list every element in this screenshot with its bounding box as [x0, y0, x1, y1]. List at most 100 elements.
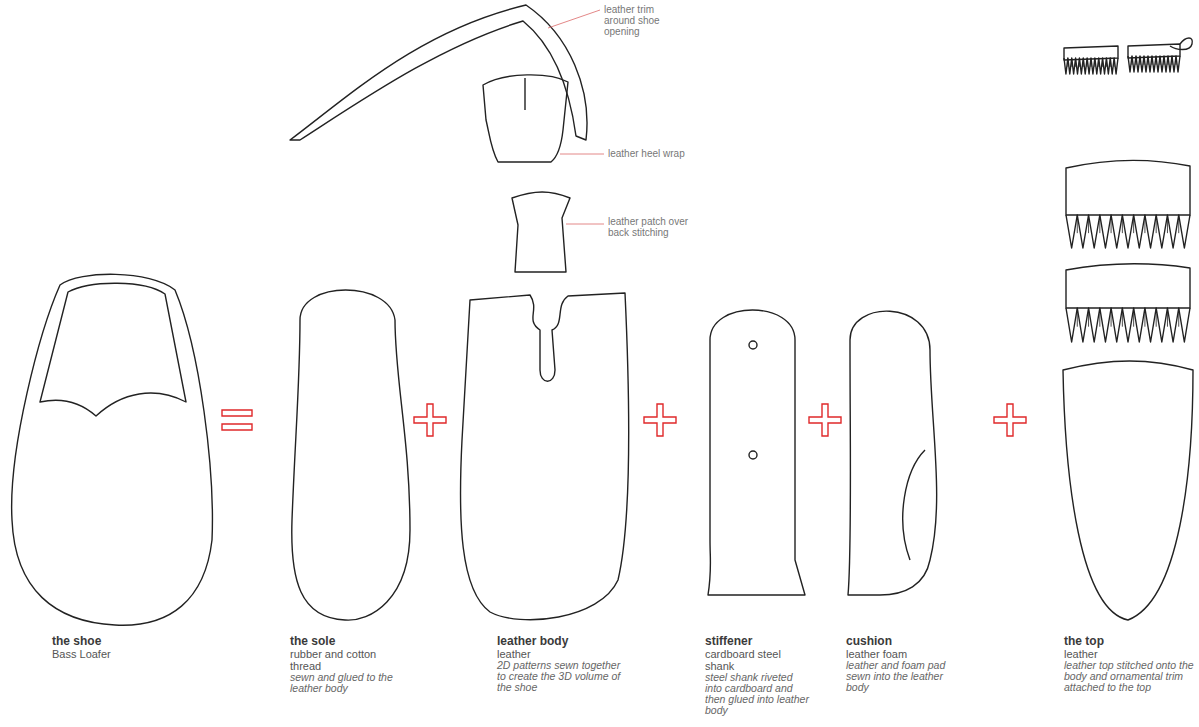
- part-name: the shoe: [52, 634, 172, 648]
- part-material: leather foam: [846, 648, 946, 660]
- fringe-cut: [1099, 215, 1100, 233]
- fringe-cut: [1106, 58, 1107, 67]
- part-caption: cushionleather foamleather and foam pad …: [846, 634, 946, 693]
- heel-wrap-seam: [524, 78, 525, 110]
- part-name: leather body: [497, 634, 622, 648]
- part-outline: [848, 311, 937, 595]
- part-description: sewn and glued to the leather body: [290, 672, 405, 694]
- part-group: the solerubber and cotton threadsewn and…: [288, 285, 413, 696]
- part-description: 2D patterns sewn together to create the …: [497, 660, 622, 693]
- part-caption: stiffenercardboard steel shanksteel shan…: [705, 634, 809, 716]
- fringe-edge: [1066, 308, 1190, 342]
- fringe-cut: [1111, 308, 1112, 327]
- part-outline: [460, 293, 628, 620]
- part-outline: [40, 283, 186, 416]
- part-outline: [1170, 38, 1192, 50]
- fringe-cut: [1122, 215, 1123, 233]
- part-name: stiffener: [705, 634, 809, 648]
- part-description: leather and foam pad sewn into the leath…: [846, 660, 946, 693]
- part-description: steel shank riveted into cardboard and t…: [705, 672, 809, 716]
- fringe-cut: [1122, 308, 1123, 327]
- fringe-cut: [1088, 308, 1089, 327]
- shoe-outline: [10, 270, 220, 634]
- part-caption: the solerubber and cotton threadsewn and…: [290, 634, 405, 694]
- fringe-cut: [1091, 58, 1092, 67]
- part-material: Bass Loafer: [52, 648, 172, 660]
- part-name: cushion: [846, 634, 946, 648]
- operator-signs: [222, 404, 1026, 436]
- part-material: cardboard steel shank: [705, 648, 809, 672]
- part-name: the sole: [290, 634, 405, 648]
- equals-sign: [222, 410, 252, 430]
- part-outline: [903, 450, 925, 560]
- fringe-cut: [1152, 56, 1153, 65]
- part-group: the topleatherleather top stitched onto …: [1060, 38, 1197, 695]
- fringe-cut: [1178, 308, 1179, 327]
- plus-sign: [414, 404, 446, 436]
- part-outline: [12, 274, 213, 625]
- part-outline: [1063, 361, 1193, 620]
- plus-sign: [644, 404, 676, 436]
- fringe-cut: [1144, 215, 1145, 233]
- heel-wrap: [483, 75, 568, 162]
- fringe-cut: [1136, 56, 1137, 65]
- part-caption: the topleatherleather top stitched onto …: [1064, 634, 1194, 693]
- fringe-cut: [1111, 215, 1112, 233]
- callout-label: leather patch over back stitching: [608, 216, 690, 238]
- fringe-cut: [1144, 308, 1145, 327]
- fringe-cut: [1133, 215, 1134, 233]
- part-material: leather: [497, 648, 622, 660]
- fringe-edge: [1066, 215, 1190, 248]
- fringe-cut: [1156, 308, 1157, 327]
- fringe-cut: [1133, 308, 1134, 327]
- fringe-cut: [1164, 56, 1165, 65]
- part-outline: [749, 341, 757, 349]
- fringe-cut: [1094, 58, 1095, 67]
- fringe-cut: [1156, 56, 1157, 65]
- fringe-cut: [1099, 308, 1100, 327]
- part-material: rubber and cotton thread: [290, 648, 405, 672]
- part-caption: leather bodyleather2D patterns sewn toge…: [497, 634, 622, 693]
- fringe-cut: [1088, 215, 1089, 233]
- part-outline: [292, 290, 410, 620]
- leader-line: [566, 224, 604, 225]
- fringe-edge: [1128, 56, 1180, 72]
- fringe-cut: [1067, 58, 1068, 67]
- leather-trim: [290, 5, 587, 140]
- top-pieces-outline: [1060, 38, 1197, 634]
- fringe-cut: [1075, 58, 1076, 67]
- cushion-outline: [845, 298, 945, 634]
- callout-label: leather heel wrap: [608, 148, 690, 159]
- part-material: leather: [1064, 648, 1194, 660]
- fringe-cut: [1176, 56, 1177, 65]
- fringe-cut: [1160, 56, 1161, 65]
- fringe-cut: [1098, 58, 1099, 67]
- leader-line: [560, 154, 604, 155]
- sole-outline: [288, 285, 413, 634]
- fringe-cut: [1148, 56, 1149, 65]
- fringe-cut: [1114, 58, 1115, 67]
- callout-label: leather trim around shoe opening: [604, 4, 686, 37]
- fringe-cut: [1110, 58, 1111, 67]
- fringe-cut: [1156, 215, 1157, 233]
- fringe-cut: [1167, 215, 1168, 233]
- fringe-cut: [1077, 308, 1078, 327]
- part-group: leather bodyleather2D patterns sewn toge…: [458, 290, 636, 695]
- leather-body-outline: [458, 290, 636, 634]
- fringe-cut: [1144, 56, 1145, 65]
- fringe-edge: [1064, 58, 1118, 74]
- part-outline: [749, 451, 757, 459]
- fringe-cut: [1077, 215, 1078, 233]
- fringe-cut: [1102, 58, 1103, 67]
- fringe-cut: [1172, 56, 1173, 65]
- stiffener-outline: [704, 298, 810, 634]
- part-group: the shoeBass Loafer: [10, 270, 220, 662]
- leader-line: [548, 10, 600, 28]
- part-outline: [1066, 264, 1190, 308]
- part-group: stiffenercardboard steel shanksteel shan…: [704, 298, 810, 718]
- fringe-cut: [1132, 56, 1133, 65]
- fringe-cut: [1083, 58, 1084, 67]
- back-patch: [512, 192, 570, 272]
- part-group: cushionleather foamleather and foam pad …: [845, 298, 946, 695]
